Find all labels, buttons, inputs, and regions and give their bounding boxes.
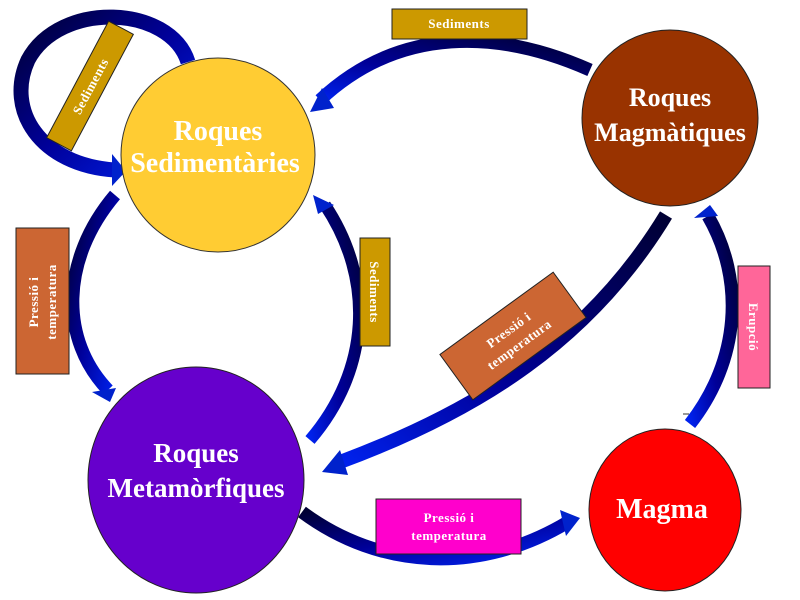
node-sedimentaries-line2: Sedimentàries [130, 148, 300, 179]
label-magma-to-magmatiques: Erupció [737, 265, 771, 389]
arrow-magma-to-magmatiques [683, 205, 739, 428]
node-magma: Magma [588, 428, 742, 592]
arrow-magmatiques-to-sedimentaries [310, 34, 593, 112]
label-left-pressio-line1: Pressió i [26, 277, 41, 328]
arrow-metamorfiques-to-magma [298, 506, 580, 566]
arrow-magmatiques-to-metamorfiques [322, 211, 672, 475]
node-sedimentaries-line1: Roques [174, 116, 263, 147]
label-magmatiques-to-metamorfiques: Pressió i temperatura [439, 271, 587, 401]
label-sed-loop: Sediments [45, 20, 135, 152]
label-bottom-pressio-line1: Pressió i [424, 510, 475, 525]
node-metamorfiques-line1: Roques [153, 438, 239, 468]
node-magma-label: Magma [616, 494, 708, 525]
label-erupcio-text: Erupció [746, 303, 761, 351]
label-sedimentaries-to-metamorfiques: Pressió i temperatura [15, 227, 70, 375]
label-bottom-pressio-line2: temperatura [411, 528, 487, 543]
node-metamorfiques-line2: Metamòrfiques [108, 473, 285, 503]
label-metamorfiques-to-sedimentaries: Sediments [359, 237, 391, 347]
label-magmatiques-to-sedimentaries: Sediments [391, 8, 528, 40]
node-roques-sedimentaries: Roques Sedimentàries [120, 57, 316, 253]
label-left-pressio-line2: temperatura [44, 264, 59, 340]
label-metamorfiques-to-magma: Pressió i temperatura [375, 498, 522, 555]
node-roques-metamorfiques: Roques Metamòrfiques [87, 366, 305, 594]
label-top-sediments-text: Sediments [428, 16, 490, 31]
arrow-metamorfiques-to-sedimentaries [305, 195, 366, 444]
label-mid-sediments-text: Sediments [367, 261, 382, 323]
arrow-sedimentaries-to-metamorfiques [66, 190, 120, 402]
node-roques-magmatiques: Roques Magmàtiques [581, 29, 759, 207]
node-magmatiques-line2: Magmàtiques [594, 118, 746, 147]
node-magmatiques-line1: Roques [629, 83, 711, 112]
arrow-sed-loop [13, 9, 196, 186]
